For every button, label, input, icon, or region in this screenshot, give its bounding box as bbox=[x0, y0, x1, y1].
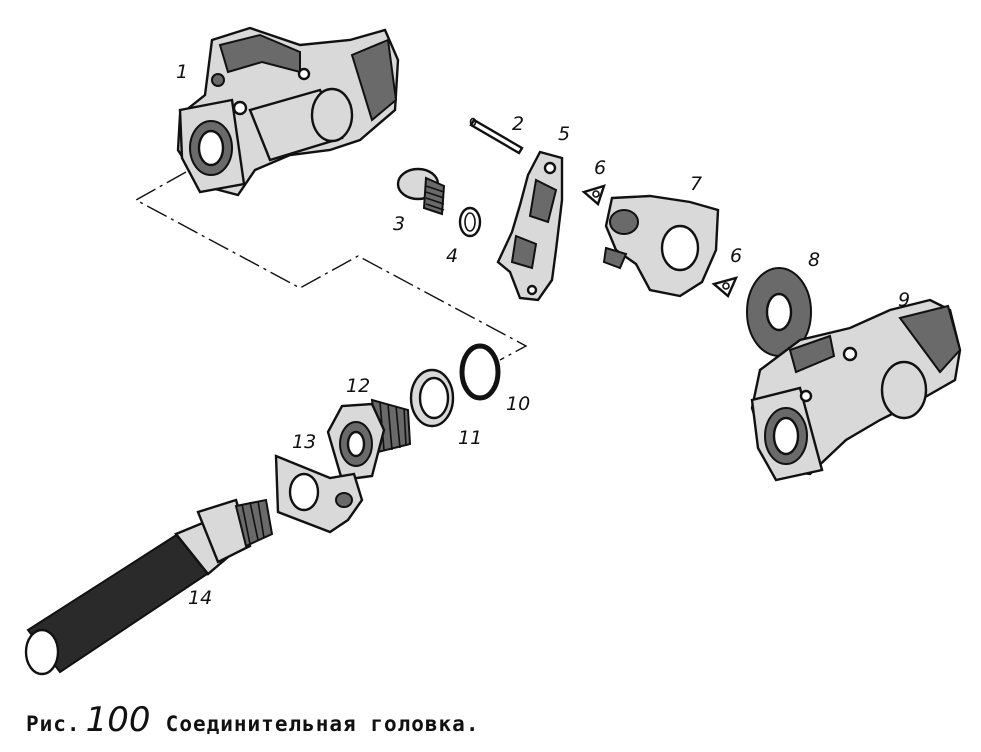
triangular-washer-lower bbox=[711, 276, 739, 298]
part-label-13: 13 bbox=[292, 431, 316, 453]
part-label-4: 4 bbox=[446, 245, 458, 267]
seal-ring bbox=[746, 267, 812, 357]
part-label-6b: 6 bbox=[730, 245, 742, 267]
caption-prefix: Рис. bbox=[26, 712, 81, 736]
latch-plate bbox=[496, 150, 564, 302]
lever bbox=[602, 194, 720, 298]
figure-caption: Рис. 100 Соединительная головка. bbox=[26, 700, 479, 740]
valve-with-spring bbox=[396, 167, 446, 216]
caption-title: Соединительная головка. bbox=[165, 712, 480, 736]
part-label-11: 11 bbox=[458, 427, 482, 449]
hose-with-fitting bbox=[24, 498, 274, 676]
part-label-5: 5 bbox=[558, 123, 570, 145]
fitting-nut bbox=[326, 398, 412, 482]
part-label-6a: 6 bbox=[594, 157, 606, 179]
mating-coupling-head bbox=[750, 298, 962, 482]
part-label-12: 12 bbox=[346, 375, 370, 397]
part-label-7: 7 bbox=[690, 173, 702, 195]
caption-number: 100 bbox=[85, 700, 151, 740]
triangular-washer-upper bbox=[581, 184, 606, 207]
part-label-9: 9 bbox=[898, 289, 910, 311]
part-label-1: 1 bbox=[176, 61, 188, 83]
part-label-14: 14 bbox=[188, 587, 212, 609]
pin bbox=[469, 117, 524, 155]
o-ring bbox=[459, 343, 501, 401]
part-label-8: 8 bbox=[808, 249, 820, 271]
part-label-3: 3 bbox=[393, 213, 405, 235]
gasket bbox=[409, 368, 455, 428]
part-label-2: 2 bbox=[512, 113, 524, 135]
coupling-head-body bbox=[176, 26, 400, 197]
bracket bbox=[274, 454, 364, 534]
assembly-axis-line bbox=[134, 171, 528, 361]
part-label-10: 10 bbox=[506, 393, 530, 415]
snap-ring bbox=[458, 206, 482, 238]
